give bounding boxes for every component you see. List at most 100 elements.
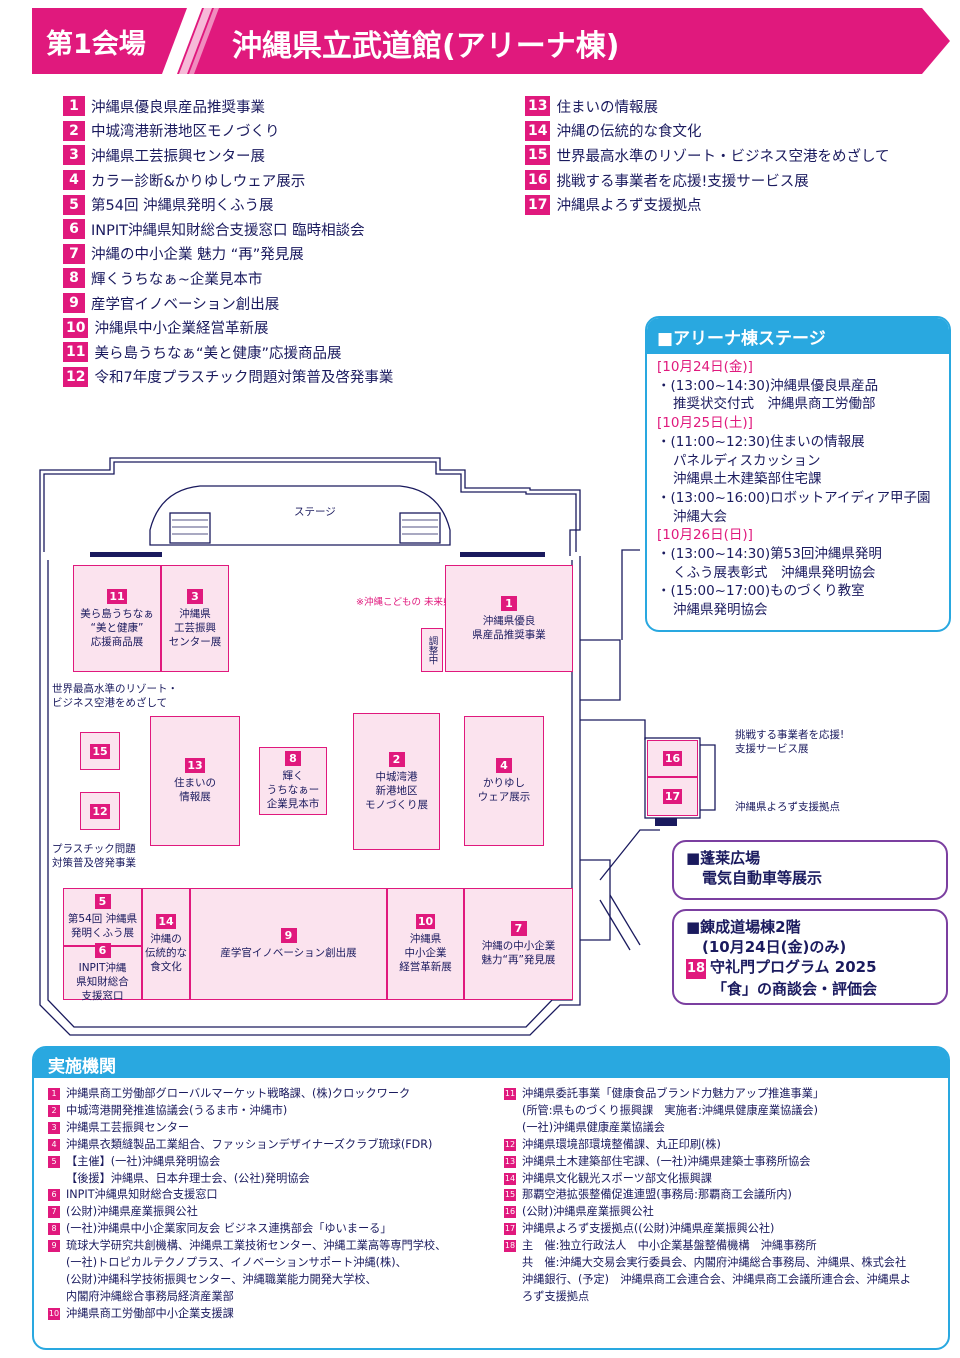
organizer-number: 7 xyxy=(48,1206,60,1219)
organizer-number: 11 xyxy=(504,1088,516,1100)
booth-6: 6 INPIT沖縄 県知財総合 支援窓口 xyxy=(63,943,142,1002)
organizer-text: 沖縄県工芸振興センター xyxy=(66,1120,190,1134)
organizer-text: 沖縄県環境部環境整備課、丸正印刷(株) xyxy=(522,1137,721,1151)
organizer-text: 【主催】(一社)沖縄県発明協会 【後援】沖縄県、日本弁理士会、(公社)発明協会 xyxy=(66,1154,310,1185)
organizer-text: 沖縄県商工労働部グローバルマーケット戦略課、(株)クロックワーク xyxy=(66,1087,411,1100)
booth-label: 第54回 沖縄県 発明くふう展 xyxy=(67,913,138,939)
organizer-text: 主 催:独立行政法人 中小企業基盤整備機構 沖縄事務所 共 催:沖縄大交易会実行… xyxy=(522,1239,912,1303)
organizer-number: 17 xyxy=(504,1223,516,1236)
organizer-item: 5【主催】(一社)沖縄県発明協会 【後援】沖縄県、日本弁理士会、(公社)発明協会 xyxy=(48,1154,498,1188)
organizer-text: 沖縄県文化観光スポーツ部文化振興課 xyxy=(522,1171,712,1185)
booth-label: 沖縄県 中小企業 経営革新展 xyxy=(399,933,452,973)
organizer-text: (公財)沖縄県産業振興公社 xyxy=(522,1205,654,1219)
exhibit-name: 令和7年度プラスチック問題対策普及啓発事業 xyxy=(94,370,394,387)
booth-number: 6 xyxy=(94,943,111,958)
exhibit-number: 4 xyxy=(63,170,85,191)
stage-event: ・(13:00~14:30)沖縄県優良県産品推奨状交付式 沖縄県商工労働部 xyxy=(657,377,939,414)
organizer-item: 18 主 催:独立行政法人 中小企業基盤整備機構 沖縄事務所 共 催:沖縄大交易会… xyxy=(504,1238,944,1306)
organizer-text: 沖縄県商工労働部中小企業支援課 xyxy=(66,1306,234,1320)
exhibit-number: 6 xyxy=(63,219,85,240)
stage-date: [10月25日(土)] xyxy=(657,415,753,432)
booth-number: 15 xyxy=(90,743,110,759)
booth-number: 8 xyxy=(285,751,301,766)
arena-stage-box: ■アリーナ棟ステージ [10月24日(金)] ・(13:00~14:30)沖縄県優… xyxy=(645,316,951,632)
organizer-item: 6 INPIT沖縄県知財総合支援窓口 xyxy=(48,1187,498,1204)
stage-event-time: ・(13:00~16:00)ロボットアイディア甲子園 xyxy=(657,489,931,506)
horai-detail: 電気自動車等展示 xyxy=(702,869,823,887)
organizer-text: INPIT沖縄県知財総合支援窓口 xyxy=(66,1188,218,1202)
organizer-number: 4 xyxy=(48,1138,60,1151)
header-banner: 第1会場 沖縄県立武道館(アリーナ棟) xyxy=(32,8,952,74)
booth-11: 11 美ら島うちなぁ “美と健康” 応援商品展 xyxy=(73,565,161,672)
booth-2: 2 中城湾港 新港地区 モノづくり展 xyxy=(353,713,440,850)
stage-event-detail: パネルディスカッション 沖縄県土木建築部住宅課 xyxy=(673,452,822,488)
booth-number: 16 xyxy=(662,751,683,766)
booth-5: 5 第54回 沖縄県 発明くふう展 xyxy=(63,888,142,946)
stage-event: ・(11:00~12:30)住まいの情報展パネルディスカッション 沖縄県土木建築… xyxy=(657,433,939,489)
exhibit-number: 17 xyxy=(525,194,551,215)
booth-label: 産学官イノベーション創出展 xyxy=(220,947,357,959)
booth-number: 11 xyxy=(107,588,127,604)
booth-label: かりゆし ウェア展示 xyxy=(477,777,531,803)
rensei-program-detail: 「食」の商談会・評価会 xyxy=(712,980,878,998)
booth-label: 沖縄県 工芸振興 センター展 xyxy=(168,607,222,648)
horai-plaza-box: ■蓬莱広場 電気自動車等展示 xyxy=(672,840,948,900)
organizer-text: 中城湾港開発推進協議会(うるま市・沖縄市) xyxy=(66,1103,288,1117)
organizer-number: 10 xyxy=(48,1307,60,1320)
organizer-text: 琉球大学研究共創機構、沖縄県工業技術センター、沖縄工業高等専門学校、 (一社)ト… xyxy=(66,1239,447,1303)
booth-7: 7 沖縄の中小企業 魅力“再”発見展 xyxy=(464,888,573,1000)
booth-number: 1 xyxy=(501,595,517,611)
stage-event: ・(15:00~17:00)ものづくり教室沖縄県発明協会 xyxy=(657,582,939,619)
booth-number: 10 xyxy=(415,914,436,929)
label-16: 挑戦する事業者を応援! 支援サービス展 xyxy=(735,729,845,755)
organizer-item: 7 (公財)沖縄県産業振興公社 xyxy=(48,1204,498,1221)
stage-event-time: ・(15:00~17:00)ものづくり教室 xyxy=(657,583,865,600)
booth-number: 5 xyxy=(94,894,111,909)
stage-event: ・(13:00~14:30)第53回沖縄県発明くふう展表彰式 沖縄県発明協会 xyxy=(657,545,939,582)
booth-8: 8 輝く うちなぁー 企業見本市 xyxy=(259,747,327,815)
booth-4: 4 かりゆし ウェア展示 xyxy=(464,716,544,846)
stage-event-detail: 沖縄県発明協会 xyxy=(673,602,768,619)
exhibit-number: 16 xyxy=(525,170,551,191)
label-12: プラスチック問題 対策普及啓発事業 xyxy=(52,843,136,869)
organizer-item: 2 中城湾港開発推進協議会(うるま市・沖縄市) xyxy=(48,1103,498,1120)
exhibit-number: 14 xyxy=(525,120,551,141)
organizer-number: 9 xyxy=(48,1240,60,1253)
organizer-text: (公財)沖縄県産業振興公社 xyxy=(66,1205,198,1219)
organizer-item: 10 沖縄県商工労働部中小企業支援課 xyxy=(48,1306,498,1323)
stage-date: [10月24日(金)] xyxy=(657,359,753,375)
exhibit-name: 沖縄の中小企業 魅力 “再”発見展 xyxy=(91,247,304,264)
stage-date: [10月26日(日)] xyxy=(657,527,753,544)
arena-stage-title: ■アリーナ棟ステージ xyxy=(647,318,949,354)
organizer-number: 6 xyxy=(48,1189,60,1202)
label-17: 沖縄県よろず支援拠点 xyxy=(735,801,840,813)
organizer-number: 18 xyxy=(504,1240,516,1253)
organizer-number: 2 xyxy=(48,1104,60,1117)
exhibit-name: 輝くうちなぁ~企業見本市 xyxy=(91,271,263,288)
booth-label: INPIT沖縄 県知財総合 支援窓口 xyxy=(76,962,129,1002)
booth-9: 9 産学官イノベーション創出展 xyxy=(190,888,387,1000)
booth-label: 輝く うちなぁー 企業見本市 xyxy=(266,770,320,810)
booth-label: 沖縄県優良 県産品推奨事業 xyxy=(472,614,546,641)
booth-1: 1 沖縄県優良 県産品推奨事業 xyxy=(445,565,573,672)
